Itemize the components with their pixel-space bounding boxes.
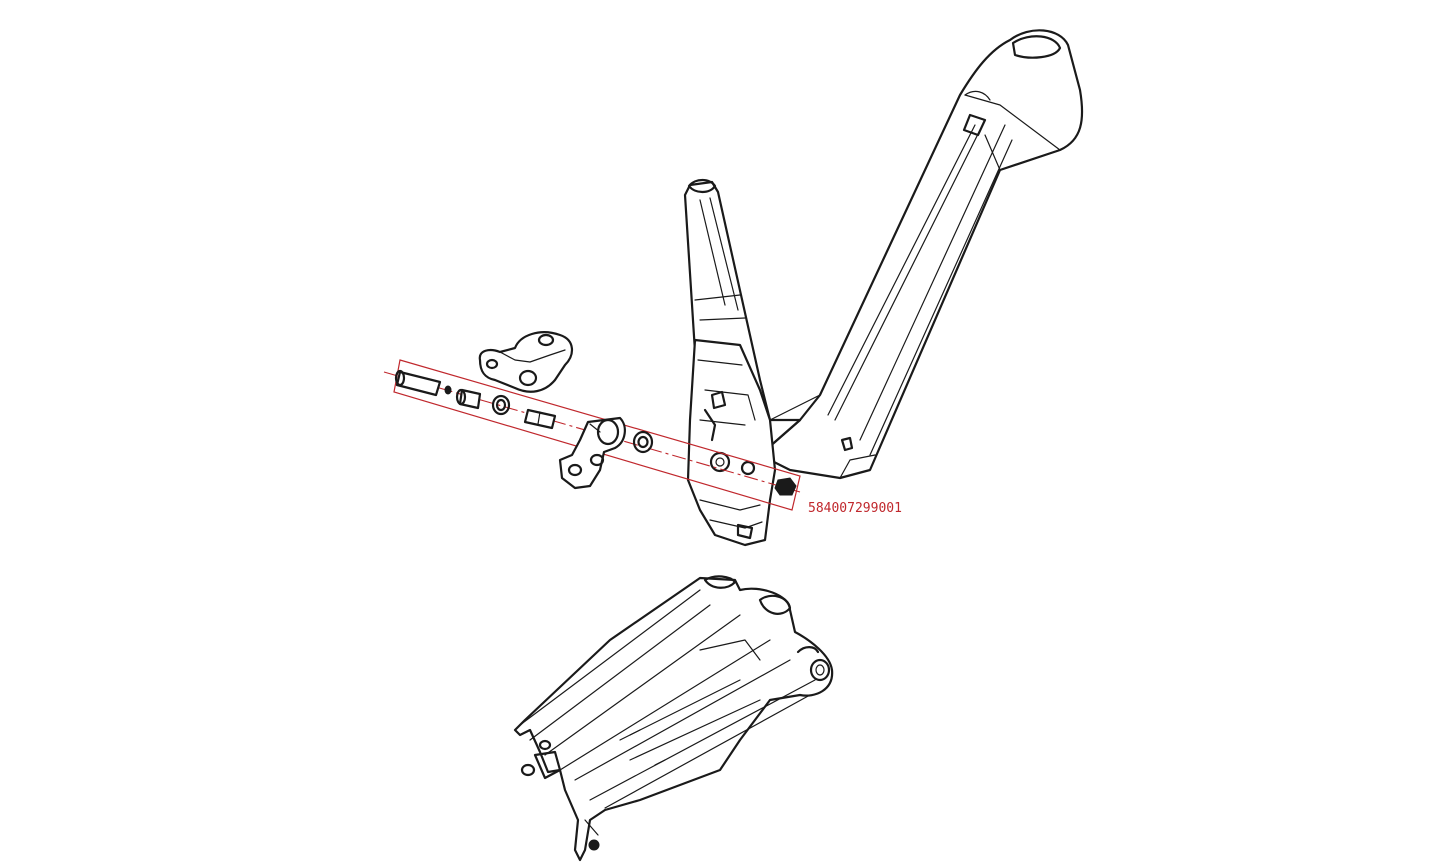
split-collar [523, 408, 557, 430]
pivot-axle [394, 369, 442, 397]
part-number-label: 584007299001 [808, 501, 902, 516]
down-tube [758, 29, 1084, 480]
axle-bolt [774, 477, 797, 496]
rear-swingarm [513, 575, 834, 862]
bearing-left [491, 394, 511, 416]
bushing [455, 388, 482, 410]
rocker-link [478, 331, 573, 393]
bearing-right [632, 430, 654, 454]
axle-spacer [444, 385, 452, 395]
linkage-clevis [558, 416, 626, 490]
motor-mount [686, 338, 777, 547]
